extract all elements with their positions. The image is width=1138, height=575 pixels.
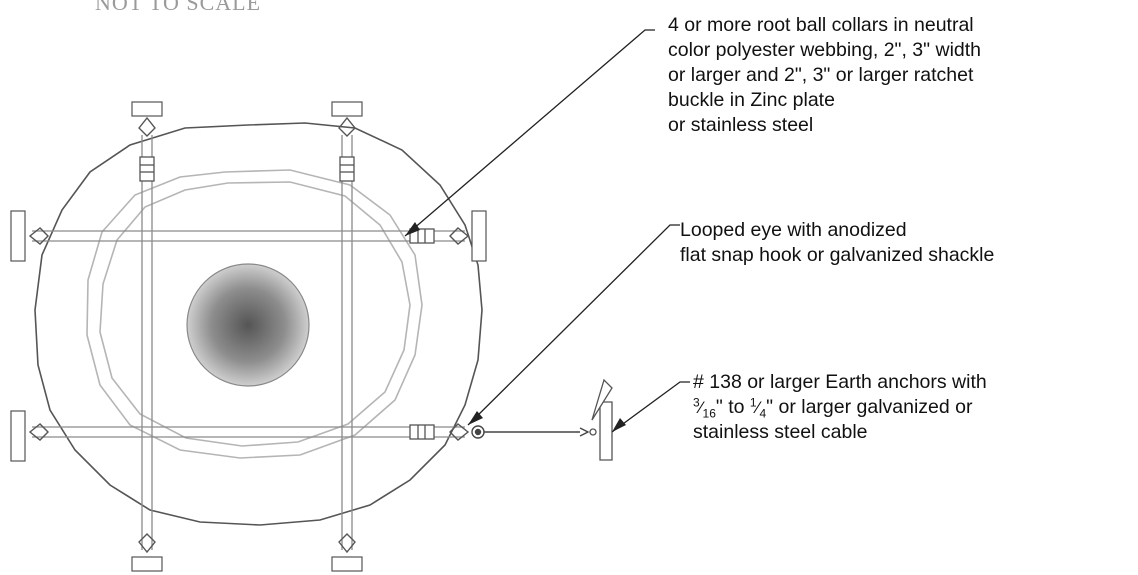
- frac-num: 1: [749, 395, 757, 410]
- note-line: stainless steel cable: [693, 421, 868, 443]
- note-line-rest: " or larger galvanized or: [766, 396, 973, 418]
- leader-arrowheads: [405, 222, 626, 432]
- strap-vertical-right: [341, 135, 353, 550]
- side-earth-anchor-icon: [589, 378, 613, 461]
- note-root-ball-collars: 4 or more root ball collars in neutral c…: [668, 13, 981, 138]
- fraction-three-sixteenths: 3⁄16: [693, 395, 716, 421]
- strap-horizontal-bottom: [32, 426, 465, 438]
- fraction-one-quarter: 1⁄4: [749, 395, 767, 421]
- note-line-cable-size: 3⁄16" to 1⁄4" or larger galvanized or: [693, 395, 987, 420]
- note-earth-anchors: # 138 or larger Earth anchors with 3⁄16"…: [693, 370, 987, 445]
- note-line: Looped eye with anodized: [680, 219, 907, 241]
- note-line: # 138 or larger Earth anchors with: [693, 371, 987, 393]
- root-ball-outer-ring: [86, 169, 423, 459]
- note-line: buckle in Zinc plate: [668, 89, 835, 111]
- ratchet-buckle-icon: [339, 156, 355, 182]
- tree-trunk: [186, 263, 310, 387]
- note-looped-eye: Looped eye with anodized flat snap hook …: [680, 218, 994, 268]
- leader-lines: [404, 29, 690, 433]
- frac-num: 3: [693, 395, 700, 410]
- note-line: 4 or more root ball collars in neutral: [668, 14, 974, 36]
- planting-pit-outline: [34, 122, 483, 526]
- note-line: color polyester webbing, 2", 3" width: [668, 39, 982, 61]
- earth-anchor-icon: [10, 101, 487, 572]
- cable-shackle: [471, 425, 590, 439]
- frac-den: 16: [702, 406, 716, 421]
- note-line: or larger and 2", 3" or larger ratchet: [668, 64, 974, 86]
- note-line: flat snap hook or galvanized shackle: [680, 244, 995, 266]
- note-line: or stainless steel: [668, 114, 814, 136]
- to-text: " to: [715, 396, 750, 418]
- looped-eye-icon: [28, 116, 470, 554]
- strap-horizontal-top: [32, 230, 465, 242]
- ratchet-buckle-icon: [409, 228, 435, 244]
- strap-vertical-left: [141, 135, 153, 550]
- scale-note: NOT TO SCALE: [95, 0, 262, 15]
- ratchet-buckle-icon: [409, 424, 435, 440]
- ratchet-buckle-icon: [139, 156, 155, 182]
- frac-den: 4: [759, 406, 767, 421]
